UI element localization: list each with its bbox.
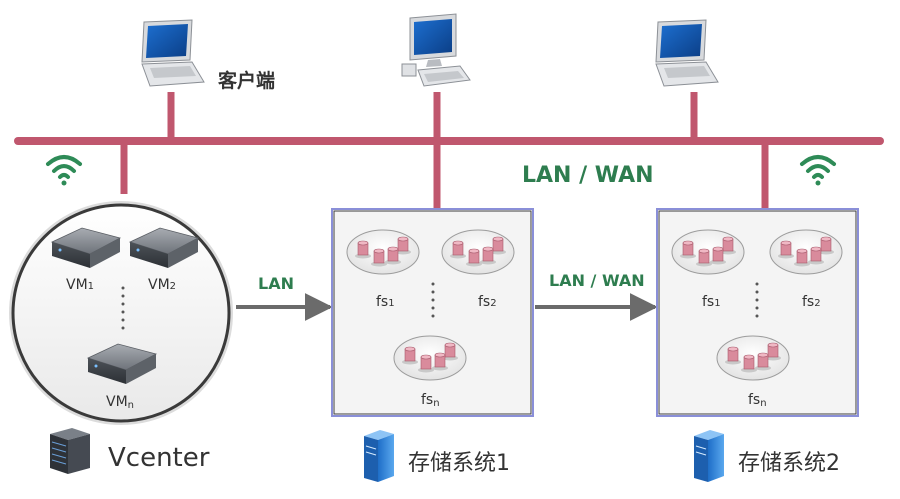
network-bus xyxy=(14,92,884,209)
wifi-icon xyxy=(800,155,836,186)
file-system-cluster-icon xyxy=(769,229,843,275)
storage-system-label: 存储系统1 xyxy=(408,451,510,476)
desktop-computer-icon xyxy=(401,13,471,87)
file-system-cluster-icon xyxy=(441,229,515,275)
vm-label: VM1 xyxy=(66,277,94,293)
ellipsis-dots xyxy=(121,286,125,330)
vm-server-icon xyxy=(50,227,122,268)
network-label: LAN / WAN xyxy=(522,163,654,188)
fs-label: fs2 xyxy=(478,294,497,310)
fs-label: fsn xyxy=(748,392,767,409)
fs-label: fs1 xyxy=(376,294,395,310)
file-system-cluster-icon xyxy=(346,229,420,275)
vcenter-cluster xyxy=(9,201,233,425)
vm-server-icon xyxy=(86,343,158,384)
client-label: 客户端 xyxy=(218,69,275,92)
ellipsis-dots xyxy=(755,282,759,318)
server-rack-icon xyxy=(50,428,90,474)
fs-label: fs2 xyxy=(802,294,821,310)
file-system-cluster-icon xyxy=(671,229,745,275)
vcenter-label: Vcenter xyxy=(108,443,210,473)
laptop-icon xyxy=(655,19,719,87)
vm-server-icon xyxy=(128,227,200,268)
storage-server-icon xyxy=(694,430,724,482)
wifi-icon xyxy=(46,155,82,186)
file-system-cluster-icon xyxy=(393,335,467,381)
wan-link-label: LAN / WAN xyxy=(549,271,645,290)
storage-system-label: 存储系统2 xyxy=(738,451,840,476)
ellipsis-dots xyxy=(431,282,435,318)
laptop-icon xyxy=(141,19,205,87)
fs-label: fsn xyxy=(421,392,440,409)
vm-label: VMn xyxy=(106,394,134,411)
lan-link-label: LAN xyxy=(258,274,294,293)
storage-server-icon xyxy=(364,430,394,482)
vm-label: VM2 xyxy=(148,277,176,293)
file-system-cluster-icon xyxy=(716,335,790,381)
fs-label: fs1 xyxy=(702,294,721,310)
